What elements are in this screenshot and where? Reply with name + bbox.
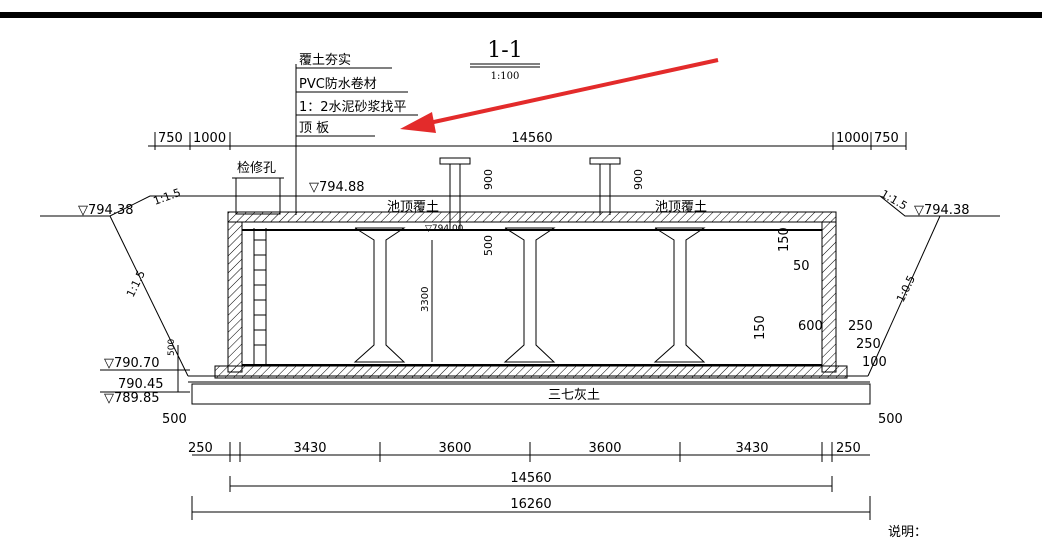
- dim-bay-250-right: 250: [836, 441, 861, 456]
- dim-bay-2: 3600: [438, 441, 471, 456]
- red-arrow-icon: [400, 58, 719, 133]
- dim-right-150-top: 150: [777, 227, 792, 252]
- elev-ground-right: ▽794.38: [914, 203, 970, 218]
- dim-1000-left: 1000: [193, 131, 226, 146]
- manhole: 检修孔: [232, 161, 284, 215]
- top-dimension-row: 750 1000 14560 1000 750: [148, 131, 907, 150]
- dim-slab-500: 500: [482, 235, 495, 256]
- column-1: [353, 227, 406, 363]
- elev-ground-left: ▽794.38: [78, 203, 134, 218]
- dim-total-overall: 16260: [510, 497, 551, 512]
- base-fill: [191, 383, 871, 405]
- base-fill-label: 三七灰土: [548, 388, 600, 403]
- layer-3: 1：2水泥砂浆找平: [299, 100, 407, 115]
- elev-water: ▽794.00: [425, 224, 464, 234]
- cover-soil-label-right: 池顶覆土: [655, 200, 707, 215]
- tank-structure: [214, 221, 848, 379]
- dim-right-600: 600: [798, 319, 823, 334]
- total-dimensions: 14560 16260: [191, 471, 871, 520]
- notes-label: 说明：: [888, 525, 927, 540]
- manhole-label: 检修孔: [237, 161, 276, 176]
- elev-base-top: 790.45: [118, 377, 164, 392]
- dim-left-500: 500: [167, 339, 177, 356]
- dim-bay-1: 3430: [293, 441, 326, 456]
- elev-floor: ▽790.70: [104, 356, 160, 371]
- slope-left-side: 1:1.5: [124, 268, 148, 299]
- slope-right-side: 1:0.5: [894, 273, 918, 304]
- dim-right-150-bottom: 150: [753, 315, 768, 340]
- ground-profile: [40, 195, 1000, 383]
- layer-2: PVC防水卷材: [299, 76, 377, 92]
- dim-vent-right: 900: [632, 169, 645, 190]
- dim-right-50: 50: [793, 259, 810, 274]
- dim-750-right: 750: [874, 131, 899, 146]
- section-title: 1-1: [487, 38, 522, 63]
- dim-bay-250-left: 250: [188, 441, 213, 456]
- dim-750-left: 750: [158, 131, 183, 146]
- cover-soil: [227, 211, 837, 223]
- dim-right-250-a: 250: [848, 319, 873, 334]
- column-2: [503, 227, 556, 363]
- top-border: [0, 12, 1042, 18]
- vent-pipe-left: [439, 157, 471, 230]
- dim-bay-3: 3600: [588, 441, 621, 456]
- section-scale: 1:100: [491, 71, 520, 82]
- dim-vent-left: 900: [482, 169, 495, 190]
- slope-right: 1:1.5: [879, 187, 910, 212]
- layer-callout: 覆土夯实 PVC防水卷材 1：2水泥砂浆找平 顶 板: [295, 53, 418, 215]
- left-elevations: 500 ▽790.70 790.45 ▽789.85: [100, 339, 190, 406]
- column-3: [653, 227, 706, 363]
- dim-right-250-b: 250: [856, 337, 881, 352]
- layer-4: 顶 板: [299, 121, 329, 136]
- dim-bottom-500-left: 500: [162, 412, 187, 427]
- dim-1000-right: 1000: [836, 131, 869, 146]
- slope-left: 1:1.5: [152, 186, 183, 208]
- dim-bottom-500-right: 500: [878, 412, 903, 427]
- layer-1: 覆土夯实: [299, 53, 351, 68]
- vent-pipe-right: [589, 157, 621, 215]
- ladder: [253, 228, 267, 365]
- dim-bay-4: 3430: [735, 441, 768, 456]
- elev-cover-top: ▽794.88: [309, 180, 365, 195]
- elev-base-bottom: ▽789.85: [104, 391, 160, 406]
- bay-dimension-row: 250 3430 3600 3600 3430 250: [188, 441, 870, 462]
- dim-14560-top: 14560: [511, 131, 552, 146]
- cover-soil-label-left: 池顶覆土: [387, 200, 439, 215]
- dim-total-inner: 14560: [510, 471, 551, 486]
- dim-right-100: 100: [862, 355, 887, 370]
- dim-3300: 3300: [420, 287, 431, 312]
